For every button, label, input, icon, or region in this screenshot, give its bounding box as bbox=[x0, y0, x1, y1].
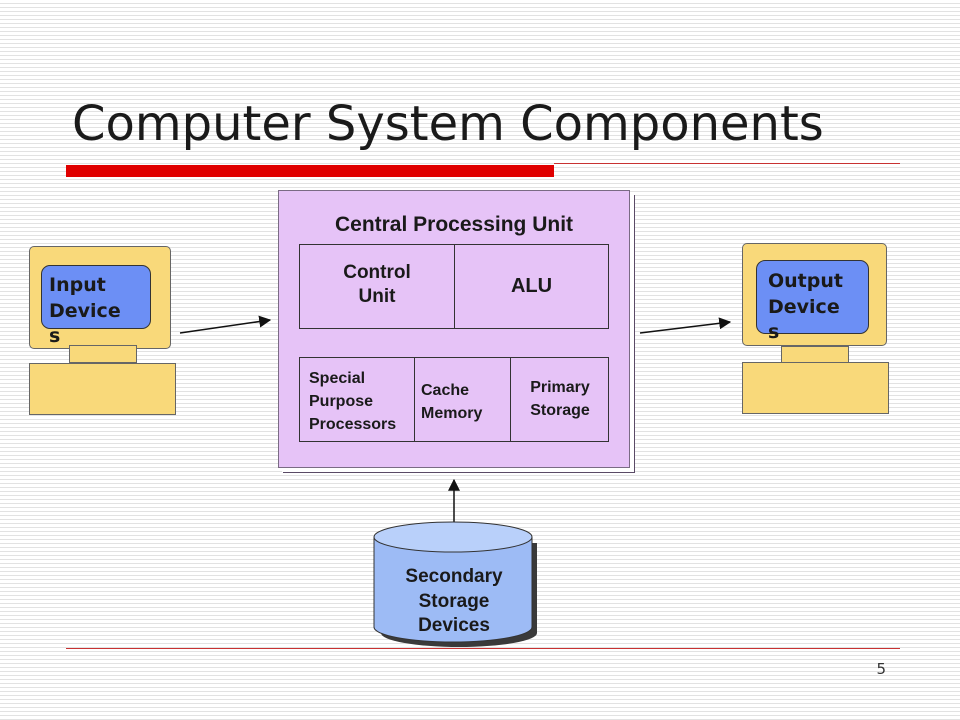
cpu-title: Central Processing Unit bbox=[334, 213, 574, 236]
control-unit-box: Control Unit bbox=[299, 244, 455, 329]
footer-rule bbox=[66, 648, 900, 649]
arrow-cpu-to-output bbox=[639, 317, 732, 334]
secondary-storage-label: Secondary Storage Devices bbox=[405, 566, 503, 637]
input-base bbox=[29, 363, 176, 415]
output-screen bbox=[756, 260, 869, 334]
cache-memory-label: Cache Memory bbox=[421, 382, 483, 423]
page-number: 5 bbox=[876, 660, 886, 678]
input-screen bbox=[41, 265, 151, 329]
memory-divider-1 bbox=[414, 357, 415, 442]
title-underline-rule bbox=[554, 163, 900, 164]
secondary-storage-cylinder bbox=[373, 521, 537, 647]
input-device: Input Device s bbox=[29, 246, 177, 418]
output-base bbox=[742, 362, 889, 414]
arrow-input-to-cpu bbox=[179, 315, 272, 334]
cpu-box: Central Processing Unit Control Unit ALU… bbox=[278, 190, 630, 468]
memory-divider-2 bbox=[510, 357, 511, 442]
alu-label: ALU bbox=[510, 275, 553, 297]
input-neck bbox=[69, 345, 137, 363]
input-device-label: Input Device s bbox=[49, 274, 121, 348]
title-underline-bar bbox=[66, 165, 554, 177]
output-device-label: Output Device s bbox=[768, 270, 843, 344]
output-device: Output Device s bbox=[741, 243, 889, 415]
memory-row-box bbox=[299, 357, 609, 442]
primary-storage-label: Primary Storage bbox=[530, 379, 590, 420]
slide-title: Computer System Components bbox=[72, 96, 824, 152]
control-unit-label: Control Unit bbox=[343, 262, 411, 307]
special-purpose-processors-label: Special Purpose Processors bbox=[309, 370, 397, 434]
alu-box: ALU bbox=[454, 244, 609, 329]
